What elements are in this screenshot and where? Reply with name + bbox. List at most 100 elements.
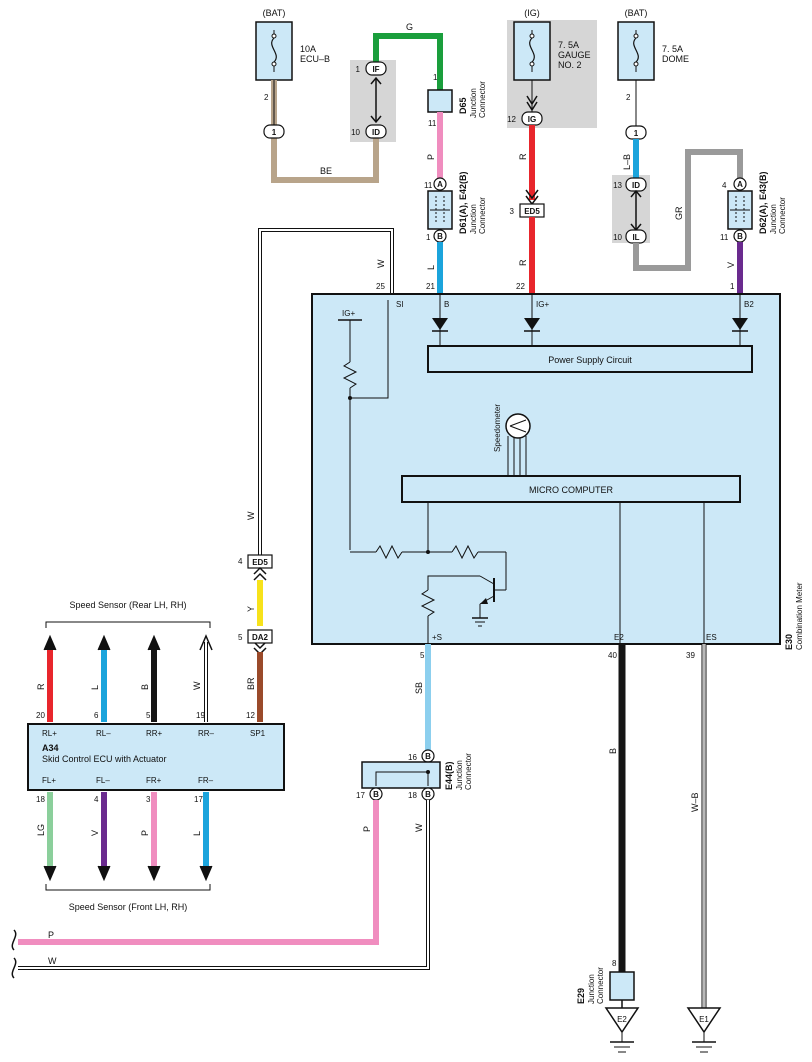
svg-text:IL: IL <box>632 233 639 242</box>
pin-rl-minus-num: 6 <box>94 711 99 720</box>
wire-p-bottom <box>18 800 379 945</box>
ecu-name: Skid Control ECU with Actuator <box>42 754 167 764</box>
meter-b2: B2 <box>744 300 754 309</box>
meter-b2-num: 1 <box>730 282 735 291</box>
pin-fl-minus: FL– <box>96 776 110 785</box>
connector-da2: DA2 <box>247 629 273 644</box>
svg-text:ED5: ED5 <box>524 207 540 216</box>
fuse-dome <box>617 21 655 81</box>
connector-il: IL <box>625 229 647 244</box>
wire-gr-label: GR <box>674 206 684 220</box>
junction-d65 <box>427 89 453 113</box>
ecu-top-pins: 20 6 5 19 12 RL+ RL– RR+ RR– SP1 <box>36 711 266 738</box>
power-supply-circuit <box>427 345 753 373</box>
d65-id: D65 <box>458 97 468 114</box>
wire-v-label: V <box>726 262 736 268</box>
pin-rr-plus: RR+ <box>146 729 163 738</box>
pin-sp1-num: 12 <box>246 711 255 720</box>
diode-b <box>432 294 448 346</box>
pin-fr-minus-num: 17 <box>194 795 203 804</box>
wire-lg-a34-label: LG <box>36 824 46 836</box>
meter-ig-num: 22 <box>516 282 525 291</box>
fuse2-name: DOME <box>662 54 689 64</box>
meter-b: B <box>444 300 449 309</box>
pin-3-ed5: 3 <box>510 207 515 216</box>
ecu-id: A34 <box>42 743 59 753</box>
svg-text:ID: ID <box>632 181 640 190</box>
e44-desc2: Connector <box>464 753 473 790</box>
svg-text:DA2: DA2 <box>252 633 269 642</box>
wire-w-e44-label: W <box>414 823 424 832</box>
wire-l-a34-label: L <box>90 685 100 690</box>
e44-pin-top: 16 <box>408 753 417 762</box>
pin-rr-minus: RR– <box>198 729 215 738</box>
wire-w-bot-label: W <box>48 956 57 966</box>
micro-computer-label: MICRO COMPUTER <box>529 485 613 495</box>
d65-pin-top: 1 <box>433 73 438 82</box>
connector-id: ID <box>365 124 387 139</box>
svg-text:A: A <box>437 180 443 189</box>
wire-g <box>373 33 443 90</box>
d65-desc2: Connector <box>478 81 487 118</box>
d65-desc1: Junction <box>469 88 478 118</box>
d62-pin-a <box>733 177 747 191</box>
svg-text:B: B <box>373 790 379 799</box>
power-supply-label: Power Supply Circuit <box>548 355 632 365</box>
wire-gr <box>633 149 743 271</box>
svg-text:IG: IG <box>528 115 536 124</box>
wire-p-a34-label: P <box>140 830 150 836</box>
wire-break-symbol <box>11 929 17 979</box>
meter-es: ES <box>706 633 717 642</box>
fuse-ig-name1: GAUGE <box>558 50 591 60</box>
e29-pin: 8 <box>612 959 617 968</box>
wire-g-label: G <box>406 22 413 32</box>
fuse2-pin: 2 <box>626 93 631 102</box>
pin-rl-plus-num: 20 <box>36 711 45 720</box>
e29-desc1: Junction <box>587 974 596 1004</box>
pin-rr-minus-num: 19 <box>196 711 205 720</box>
ground-e1 <box>686 1007 722 1053</box>
speedometer-label: Speedometer <box>493 404 502 452</box>
wire-p-e44-label: P <box>362 826 372 832</box>
meter-s-num: 5 <box>420 651 425 660</box>
pin-fr-minus: FR– <box>198 776 214 785</box>
svg-text:A: A <box>737 180 743 189</box>
ground-e1-label: E1 <box>699 1015 709 1024</box>
pin-fr-plus: FR+ <box>146 776 162 785</box>
e44-desc1: Junction <box>455 760 464 790</box>
e44-id: E44(B) <box>444 761 454 790</box>
meter-es-num: 39 <box>686 651 695 660</box>
wire-w-a34-label: W <box>192 681 202 690</box>
wire-br-label: BR <box>246 677 256 690</box>
wire-y-label: Y <box>246 606 256 612</box>
connector-pin-1-dome: 1 <box>625 125 647 140</box>
fuse2-source: (BAT) <box>625 8 648 18</box>
fuse-ig-source: (IG) <box>524 8 540 18</box>
pin-sp1: SP1 <box>250 729 266 738</box>
pin-1-if: 1 <box>356 65 361 74</box>
wire-v-a34-label: V <box>90 830 100 836</box>
connector-ig: IG <box>521 111 543 126</box>
meter-b-num: 21 <box>426 282 435 291</box>
e44-pin-right: 18 <box>408 791 417 800</box>
pin-13-id: 13 <box>613 181 622 190</box>
svg-text:ID: ID <box>372 128 380 137</box>
wire-b-e2-label: B <box>608 748 618 754</box>
meter-ig-plus: IG+ <box>342 309 355 318</box>
d62-pin-top: 4 <box>722 181 727 190</box>
ground-e2-label: E2 <box>617 1015 627 1024</box>
fuse-ig-name2: NO. 2 <box>558 60 582 70</box>
speedometer-gauge <box>505 413 531 439</box>
junction-d62 <box>727 190 753 230</box>
fuse1-name: ECU–B <box>300 54 330 64</box>
svg-text:B: B <box>425 790 431 799</box>
d61-desc2: Connector <box>478 197 487 234</box>
skid-control-ecu <box>27 723 285 791</box>
wire-p-label: P <box>426 154 436 160</box>
d62-desc1: Junction <box>769 204 778 234</box>
meter-ig: IG+ <box>536 300 549 309</box>
wire-b-a34-label: B <box>140 684 150 690</box>
resistor-series <box>375 544 403 560</box>
bracket-rear <box>45 621 211 628</box>
